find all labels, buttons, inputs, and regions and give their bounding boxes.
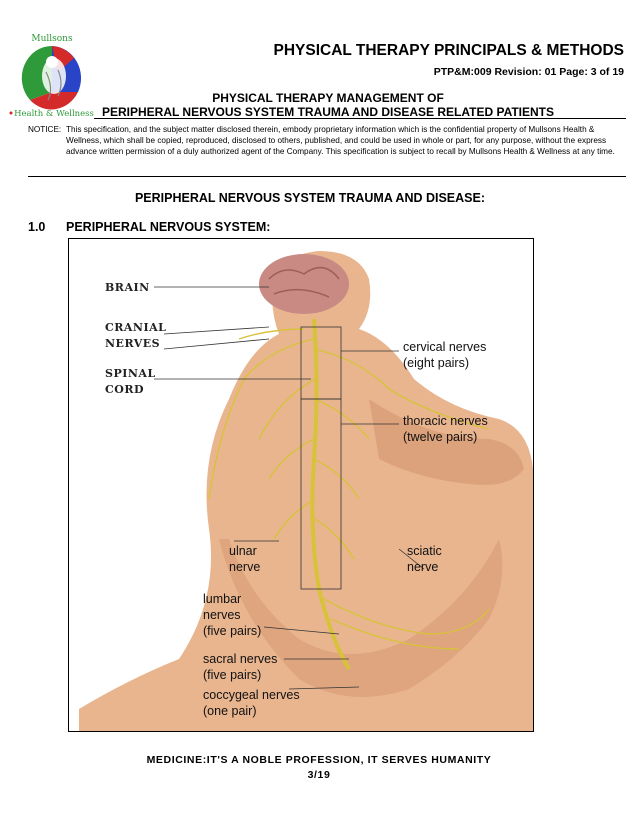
label-thoracic-line1: thoracic nerves: [403, 414, 488, 428]
notice-label: NOTICE:: [28, 125, 62, 134]
label-lumbar-line3: (five pairs): [203, 624, 261, 638]
document-title: PHYSICAL THERAPY PRINCIPALS & METHODS: [273, 42, 624, 59]
footer-page-number: 3/19: [307, 769, 331, 781]
label-cranial-line2: NERVES: [105, 337, 160, 350]
arm-shadow: [369, 399, 524, 485]
label-sciatic-line1: sciatic: [407, 544, 442, 558]
subtitle-line-1: PHYSICAL THERAPY MANAGEMENT OF: [212, 91, 444, 105]
logo-top-text: Mullsons: [31, 34, 73, 44]
label-coccygeal-line1: coccygeal nerves: [203, 688, 300, 702]
label-ulnar-line2: nerve: [229, 560, 260, 574]
hip-shadow: [219, 539, 503, 697]
label-cranial-line1: CRANIAL: [105, 321, 166, 334]
notice-text: This specification, and the subject matt…: [66, 125, 615, 157]
nerve-branches: [208, 328, 490, 650]
logo-bottom-text: Health & Wellness: [14, 109, 94, 118]
label-ulnar-line1: ulnar: [229, 544, 257, 558]
label-cervical-line1: cervical nerves: [403, 340, 486, 354]
subtitle-line-2: PERIPHERAL NERVOUS SYSTEM TRAUMA AND DIS…: [101, 105, 555, 119]
section-title: PERIPHERAL NERVOUS SYSTEM TRAUMA AND DIS…: [134, 191, 486, 205]
nervous-system-illustration: BRAIN CRANIAL NERVES SPINAL CORD cervica…: [68, 238, 534, 732]
heading-number: 1.0: [28, 220, 46, 234]
label-spinal-line2: CORD: [105, 383, 144, 396]
label-lumbar-line1: lumbar: [203, 592, 241, 606]
label-thoracic-line2: (twelve pairs): [403, 430, 477, 444]
heading-title: PERIPHERAL NERVOUS SYSTEM:: [66, 220, 271, 234]
header-divider: [94, 118, 626, 119]
label-lumbar-line2: nerves: [203, 608, 241, 622]
label-cervical-line2: (eight pairs): [403, 356, 469, 370]
label-sacral-line1: sacral nerves: [203, 652, 277, 666]
brain-shape: [259, 254, 349, 314]
notice-divider: [28, 176, 626, 177]
leader-lines: [154, 286, 425, 690]
label-sciatic-line2: nerve: [407, 560, 438, 574]
spinal-cord-shape: [310, 318, 351, 671]
footer-motto: MEDICINE:IT'S A NOBLE PROFESSION, IT SER…: [146, 754, 492, 766]
label-brain: BRAIN: [105, 281, 150, 294]
body-silhouette: [79, 251, 533, 731]
company-logo: Mullsons Health & Wellness: [8, 32, 96, 119]
label-sacral-line2: (five pairs): [203, 668, 261, 682]
label-spinal-line1: SPINAL: [105, 367, 156, 380]
document-reference: PTP&M:009 Revision: 01 Page: 3 of 19: [433, 66, 624, 78]
label-coccygeal-line2: (one pair): [203, 704, 257, 718]
